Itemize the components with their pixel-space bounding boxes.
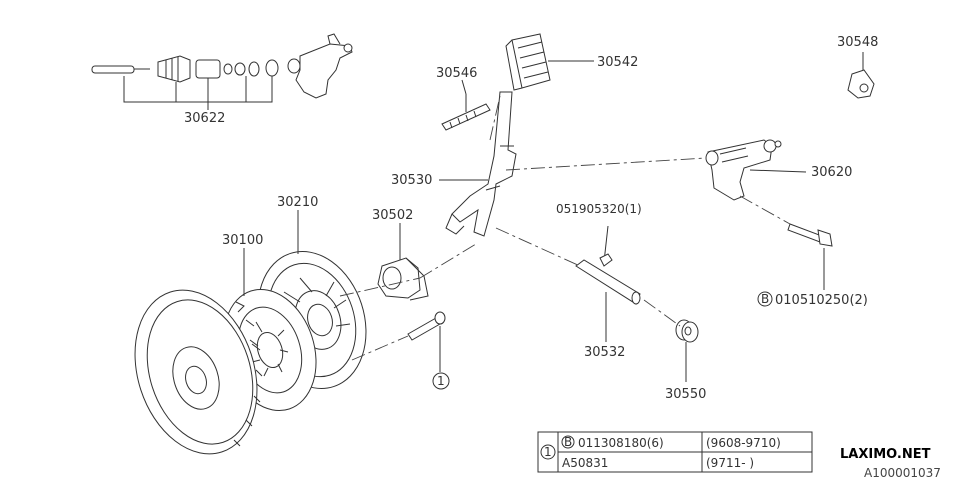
label-30620: 30620	[811, 165, 852, 180]
legend-ref: 1	[544, 445, 552, 459]
legend-row-2-part: A50831	[562, 456, 608, 470]
master-cylinder-assembly[interactable]	[91, 33, 353, 110]
b-marker-circle	[757, 291, 773, 307]
pedal-stud-part[interactable]	[441, 94, 491, 131]
diagram-code: A100001037	[864, 466, 941, 480]
legend-row-1-symbol: B	[564, 435, 572, 449]
pivot-shaft-part[interactable]	[575, 225, 641, 305]
bolt-part[interactable]	[787, 223, 833, 247]
release-bearing-part[interactable]	[377, 257, 429, 301]
label-010510250: 010510250(2)	[775, 293, 868, 308]
assembly-lines	[339, 95, 791, 361]
label-30546: 30546	[436, 66, 477, 81]
ref-1-marker: 1	[437, 374, 445, 388]
label-30622: 30622	[184, 111, 225, 126]
brand-logo: LAXIMO.NET	[840, 447, 931, 462]
bushing-part[interactable]	[675, 319, 699, 343]
label-30548: 30548	[837, 35, 878, 50]
pedal-pad-part[interactable]	[505, 33, 551, 91]
legend-table	[537, 431, 813, 473]
release-fork-part[interactable]	[445, 91, 517, 237]
legend-row-1-part: 011308180(6)	[578, 436, 664, 450]
clip-part[interactable]	[847, 69, 875, 99]
label-30530: 30530	[391, 173, 432, 188]
label-30100: 30100	[222, 233, 263, 248]
label-30502: 30502	[372, 208, 413, 223]
label-30210: 30210	[277, 195, 318, 210]
legend-row-2-range: (9711- )	[706, 456, 754, 470]
pressure-plate-bolt-part[interactable]	[407, 311, 446, 341]
label-30542: 30542	[597, 55, 638, 70]
label-30550: 30550	[665, 387, 706, 402]
flywheel-part[interactable]	[115, 274, 277, 470]
label-30532: 30532	[584, 345, 625, 360]
slave-cylinder-part[interactable]	[705, 139, 782, 201]
ref-1-circle	[432, 372, 450, 390]
b-marker: B	[761, 292, 769, 306]
label-051905320: 051905320(1)	[556, 202, 642, 216]
legend-row-1-range: (9608-9710)	[706, 436, 781, 450]
